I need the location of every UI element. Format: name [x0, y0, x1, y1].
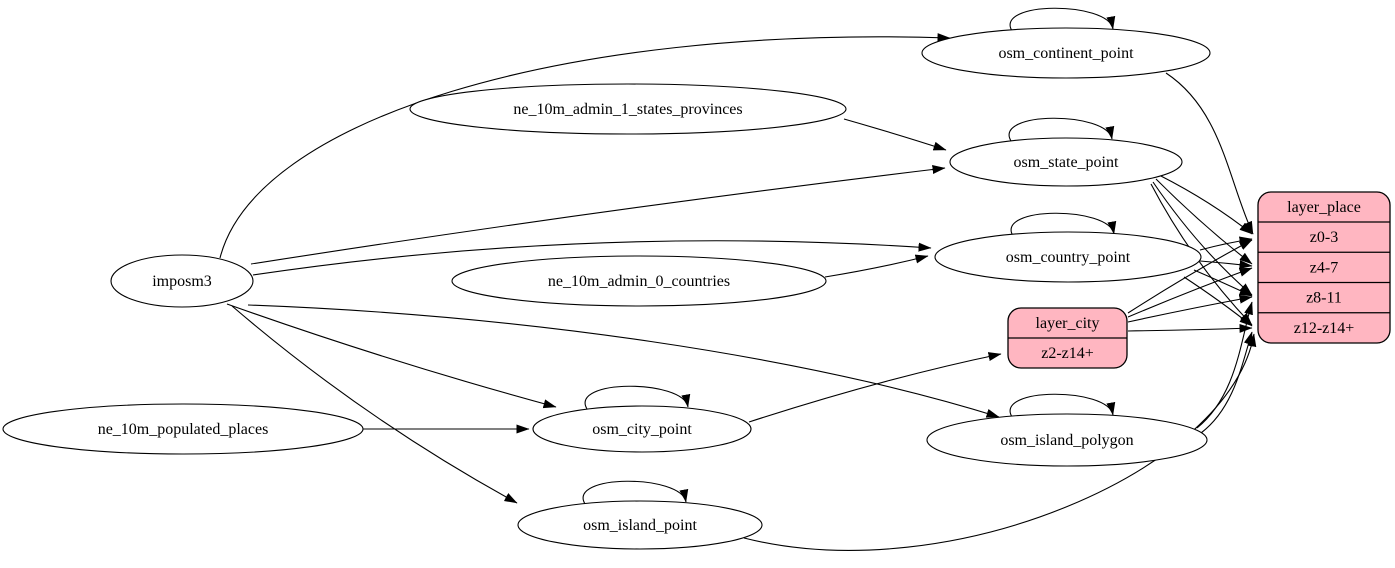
self-loop-osm_city_point [584, 385, 691, 410]
edge-osm_island_point-to-layer_place-z12-z14+ [743, 333, 1257, 551]
edge-ne_10m_admin_1_states_provinces-to-osm_state_point [843, 118, 947, 151]
edge-imposm3-to-osm_island_point [231, 305, 518, 504]
edge-layer_city-to-layer_place-z12-z14+ [1127, 323, 1253, 333]
record-layer_city: layer_city z2-z14+ [1007, 307, 1128, 369]
node-shape-osm_island_point [517, 500, 763, 550]
edge-layer_city-to-layer_place-z8-11 [1127, 294, 1253, 323]
record-shape-layer_place [1257, 191, 1391, 344]
node-label-osm_island_point: osm_island_point [583, 517, 697, 534]
node-label-osm_country_point: osm_country_point [1006, 249, 1131, 266]
edge-osm_island_polygon-to-layer_place-z12-z14+ [1200, 331, 1253, 434]
edge-imposm3-to-osm_state_point [250, 165, 946, 265]
node-shape-ne_10m_admin_1_states_provinces [409, 83, 847, 135]
node-label-osm_state_point: osm_state_point [1014, 154, 1119, 171]
edge-osm_state_point-to-layer_place-z0-3 [1158, 174, 1253, 235]
record-row-layer_place-z12-z14+: z12-z14+ [1294, 320, 1355, 337]
node-label-osm_city_point: osm_city_point [592, 421, 692, 438]
edge-imposm3-to-osm_continent_point [219, 33, 951, 259]
record-title-layer_place: layer_place [1287, 199, 1361, 216]
node-label-ne_10m_admin_1_states_provinces: ne_10m_admin_1_states_provinces [513, 101, 742, 118]
node-osm_island_point: osm_island_point [517, 500, 763, 550]
node-osm_city_point: osm_city_point [532, 405, 752, 453]
self-loop-osm_island_point [582, 480, 689, 505]
edge-osm_country_point-to-layer_place-z0-3 [1199, 236, 1253, 251]
node-shape-ne_10m_admin_0_countries [451, 255, 827, 307]
edge-osm_country_point-to-layer_place-z8-11 [1193, 269, 1253, 297]
edge-osm_state_point-to-layer_place-z4-7 [1155, 178, 1253, 265]
edge-layer_city-to-layer_place-z0-3 [1127, 239, 1253, 314]
node-osm_island_polygon: osm_island_polygon [926, 413, 1208, 467]
node-label-imposm3: imposm3 [152, 273, 212, 290]
node-shape-osm_city_point [532, 405, 752, 453]
node-osm_state_point: osm_state_point [949, 137, 1183, 187]
node-shape-ne_10m_populated_places [2, 403, 364, 455]
edge-osm_country_point-to-layer_place-z12-z14+ [1183, 276, 1253, 327]
self-loop-osm_state_point [1008, 117, 1115, 142]
node-ne_10m_admin_0_countries: ne_10m_admin_0_countries [451, 255, 827, 307]
record-row-layer_place-z0-3: z0-3 [1310, 229, 1338, 246]
node-ne_10m_populated_places: ne_10m_populated_places [2, 403, 364, 455]
record-row-layer_city-z2-z14+: z2-z14+ [1041, 345, 1094, 362]
node-osm_country_point: osm_country_point [934, 231, 1202, 283]
edge-imposm3-to-osm_country_point [252, 240, 932, 276]
node-shape-imposm3 [110, 254, 254, 308]
edge-osm_country_point-to-layer_place-z4-7 [1199, 260, 1253, 270]
edge-osm_state_point-to-layer_place-z8-11 [1152, 181, 1253, 296]
record-title-layer_city: layer_city [1036, 315, 1100, 332]
node-osm_continent_point: osm_continent_point [921, 27, 1211, 79]
edge-osm_continent_point-to-layer_place-z0-3 [1165, 72, 1254, 235]
node-shape-osm_island_polygon [926, 413, 1208, 467]
node-label-ne_10m_admin_0_countries: ne_10m_admin_0_countries [548, 273, 730, 290]
self-loop-osm_island_polygon [1009, 393, 1116, 418]
edge-layer_city-to-layer_place-z4-7 [1127, 267, 1253, 318]
self-loop-osm_country_point [1010, 212, 1117, 237]
edge-osm_island_polygon-to-layer_place-z8-11 [1196, 301, 1253, 429]
edge-imposm3-to-osm_island_polygon [247, 304, 1000, 418]
edge-imposm3-to-osm_city_point [226, 303, 557, 409]
node-label-osm_continent_point: osm_continent_point [998, 45, 1134, 62]
node-label-ne_10m_populated_places: ne_10m_populated_places [98, 421, 269, 438]
record-layer_place: layer_place z0-3 z4-7 z8-11 z12-z14+ [1257, 191, 1391, 344]
self-loop-osm_continent_point [1009, 7, 1116, 32]
node-ne_10m_admin_1_states_provinces: ne_10m_admin_1_states_provinces [409, 83, 847, 135]
record-row-layer_place-z4-7: z4-7 [1310, 259, 1338, 276]
edge-ne_10m_admin_0_countries-to-osm_country_point [824, 254, 929, 278]
record-row-layer_place-z8-11: z8-11 [1306, 290, 1342, 307]
node-shape-osm_continent_point [921, 27, 1211, 79]
node-shape-osm_state_point [949, 137, 1183, 187]
edge-osm_city_point-to-layer_city-z2-z14+ [748, 352, 1002, 423]
node-label-osm_island_polygon: osm_island_polygon [1000, 432, 1133, 449]
node-shape-osm_country_point [934, 231, 1202, 283]
node-imposm3: imposm3 [110, 254, 254, 308]
